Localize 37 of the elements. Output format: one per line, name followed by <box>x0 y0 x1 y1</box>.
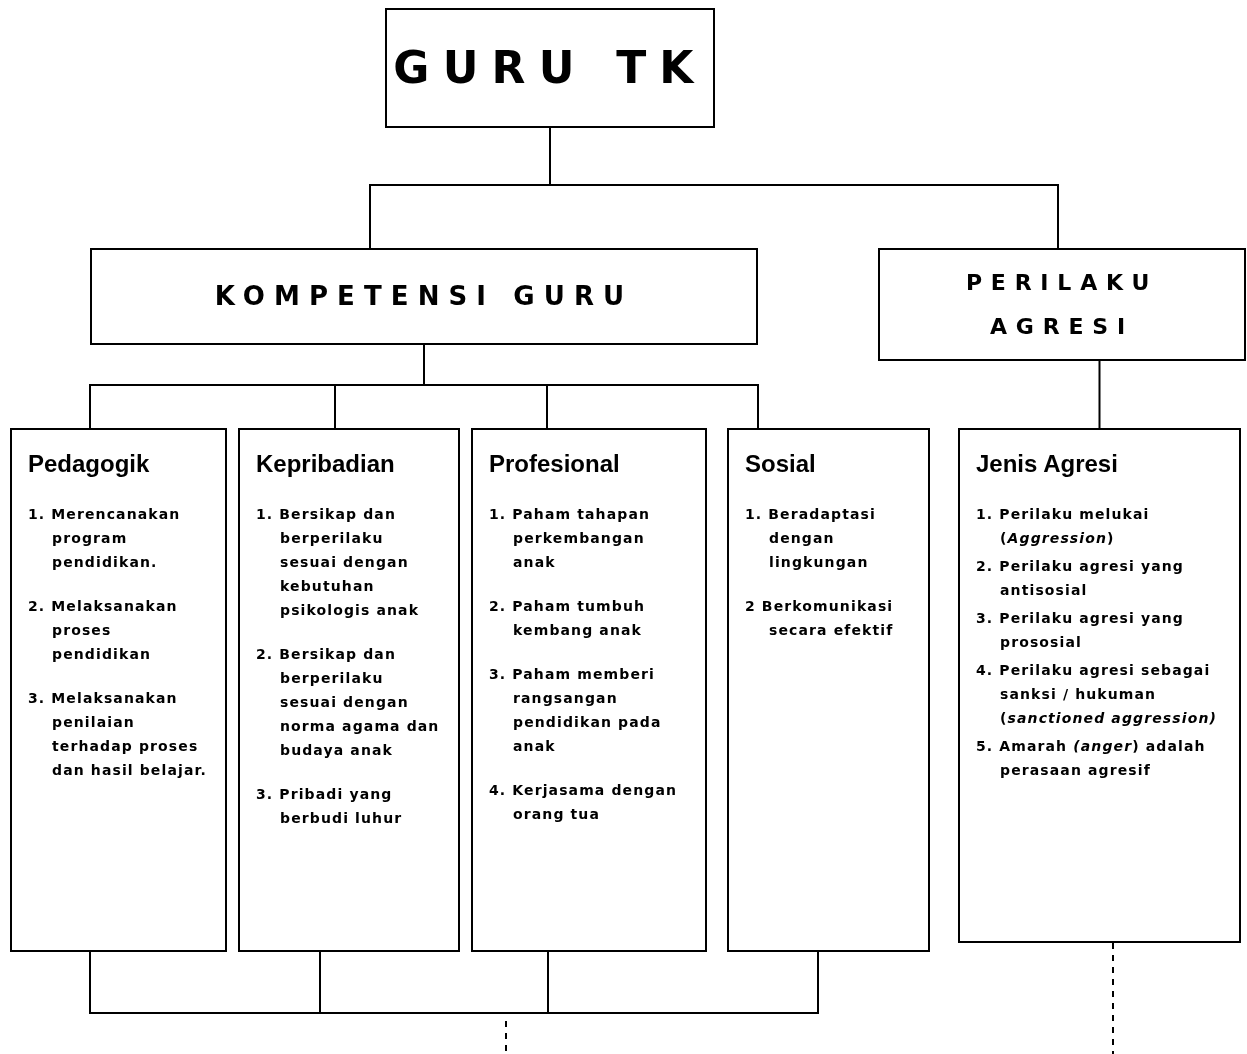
category-box <box>10 428 227 952</box>
connector-line <box>505 951 819 1014</box>
list-item: 5. Amarah (anger) adalah perasaan agresif <box>976 737 1207 780</box>
category-box <box>471 428 707 952</box>
connector-line <box>1098 360 1101 429</box>
list-item: 3. Perilaku agresi yang prososial <box>976 609 1185 652</box>
list-item: 1. Merencanakan program pendidikan. <box>28 505 182 572</box>
title-box <box>385 8 715 128</box>
box-title: GURU TK <box>393 41 707 95</box>
list-item: 1. Paham tahapan perkembangan anak <box>489 505 652 572</box>
list-item: 3. Melaksanakan penilaian terhadap proses dan hasil belajar. <box>28 689 208 780</box>
list-item: 3. Paham memberi rangsangan pendidikan pada anak <box>489 665 663 756</box>
title-box <box>878 248 1246 361</box>
list-item: 3. Pribadi yang berbudi luhur <box>256 785 404 828</box>
connector-line <box>319 951 507 1014</box>
list-item: 2 Berkomunikasi secara efektif <box>745 597 895 640</box>
title-box <box>90 248 758 345</box>
list-item: 4. Perilaku agresi sebagai sanksi / hukuman (sanctioned aggression) <box>976 661 1219 728</box>
box-heading: Sosial <box>745 449 817 479</box>
list-item: 1. Perilaku melukai (Aggression) <box>976 505 1151 548</box>
box-title: KOMPETENSI GURU <box>214 280 634 313</box>
category-box <box>727 428 930 952</box>
category-box <box>958 428 1241 943</box>
box-heading: Jenis Agresi <box>976 449 1119 479</box>
box-heading: Pedagogik <box>28 449 151 479</box>
box-title: PERILAKU AGRESI <box>964 268 1160 341</box>
box-heading: Profesional <box>489 449 621 479</box>
box-heading: Kepribadian <box>256 449 396 479</box>
list-item: 1. Bersikap dan berperilaku sesuai dengan kebutuhan psikologis anak <box>256 505 421 620</box>
list-item: 2. Perilaku agresi yang antisosial <box>976 557 1185 600</box>
connector-line <box>1112 942 1114 1054</box>
category-box <box>238 428 460 952</box>
list-item: 2. Paham tumbuh kembang anak <box>489 597 647 640</box>
list-item: 2. Bersikap dan berperilaku sesuai dengan norma agama dan budaya anak <box>256 645 441 760</box>
list-item: 4. Kerjasama dengan orang tua <box>489 781 679 824</box>
list-item: 2. Melaksanakan proses pendidikan <box>28 597 179 664</box>
list-item: 1. Beradaptasi dengan lingkungan <box>745 505 877 572</box>
